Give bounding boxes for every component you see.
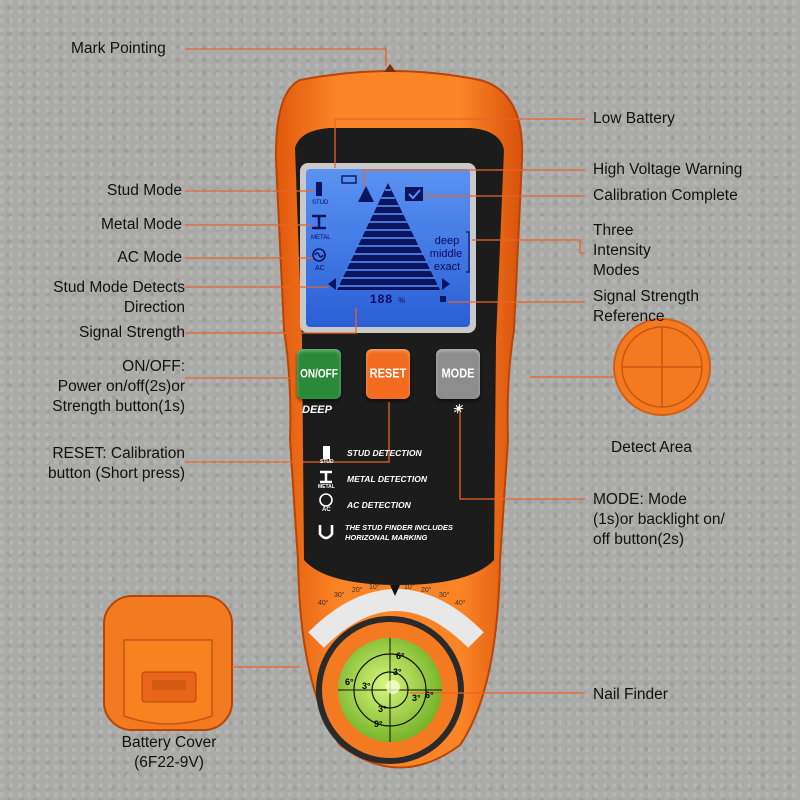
lcd-intensity-deep: deep bbox=[434, 235, 460, 247]
deep-label: DEEP bbox=[302, 404, 332, 416]
angle-30-right: 30° bbox=[439, 592, 450, 599]
level-mark-top-3: 3° bbox=[393, 667, 402, 677]
level-mark-left-6: 6° bbox=[345, 677, 354, 687]
angle-30-left: 30° bbox=[334, 592, 345, 599]
metal-mode-icon bbox=[312, 214, 326, 230]
lcd-intensity-exact: exact bbox=[433, 261, 461, 273]
label-mark-pointing: Mark Pointing bbox=[71, 40, 166, 57]
stud-detection-icon bbox=[323, 446, 330, 459]
calibration-check-icon bbox=[405, 187, 423, 201]
backlight-icon: ☀ bbox=[452, 402, 463, 416]
label-low-battery: Low Battery bbox=[593, 110, 675, 127]
label-three-intensity: Three Intensity Modes bbox=[593, 222, 651, 279]
mark-pointing-notch bbox=[384, 64, 396, 72]
level-mark-left-3: 3° bbox=[362, 681, 371, 691]
lcd-ac-text: AC bbox=[315, 265, 325, 272]
lcd-intensity-middle: middle bbox=[429, 248, 463, 260]
label-detect-area: Detect Area bbox=[611, 439, 692, 456]
onoff-button[interactable]: ON/OFF bbox=[297, 349, 341, 399]
angle-20-left: 20° bbox=[352, 587, 363, 594]
lcd-stud-text: STUD bbox=[312, 200, 329, 206]
label-calibration-complete: Calibration Complete bbox=[593, 187, 738, 204]
metal-detection-icon bbox=[320, 470, 332, 484]
label-ac-mode: AC Mode bbox=[117, 249, 182, 266]
level-mark-right-3: 3° bbox=[412, 693, 421, 703]
ac-mode-icon bbox=[312, 248, 326, 262]
stud-detection-text: STUD DETECTION bbox=[347, 448, 422, 458]
level-mark-bottom-9: 9° bbox=[374, 719, 383, 729]
stud-icon-label: STUD bbox=[320, 459, 334, 465]
label-mode-desc: MODE: Mode (1s)or backlight on/ off butt… bbox=[593, 491, 725, 548]
mode-button[interactable]: MODE bbox=[436, 349, 480, 399]
label-signal-reference: Signal Strength Reference bbox=[593, 288, 699, 325]
lcd-percent: % bbox=[398, 296, 406, 305]
label-reset-desc: RESET: Calibration button (Short press) bbox=[48, 445, 185, 482]
label-signal-strength: Signal Strength bbox=[79, 324, 185, 341]
label-stud-mode: Stud Mode bbox=[107, 182, 182, 199]
level-mark-right-6: 6° bbox=[425, 690, 434, 700]
lcd-metal-text: METAL bbox=[311, 235, 331, 241]
angle-scale-arc bbox=[308, 589, 484, 648]
stud-mode-icon bbox=[316, 182, 322, 196]
metal-detection-text: METAL DETECTION bbox=[347, 474, 427, 484]
metal-icon-label: METAL bbox=[318, 484, 335, 490]
label-metal-mode: Metal Mode bbox=[101, 216, 182, 233]
label-battery-cover: Battery Cover (6F22-9V) bbox=[121, 734, 217, 771]
level-mark-top-6: 6° bbox=[396, 651, 405, 661]
label-stud-direction: Stud Mode Detects Direction bbox=[53, 279, 185, 316]
low-battery-icon bbox=[341, 175, 357, 184]
lcd-signal-triangle bbox=[337, 183, 440, 290]
label-onoff-desc: ON/OFF: Power on/off(2s)or Strength butt… bbox=[52, 358, 185, 415]
angle-10-right: 10° bbox=[404, 584, 415, 591]
lcd-right-arrow bbox=[442, 278, 450, 290]
ac-detection-text: AC DETECTION bbox=[347, 500, 411, 510]
bubble bbox=[386, 680, 400, 694]
ac-detection-icon bbox=[319, 493, 333, 507]
lcd-left-arrow bbox=[328, 278, 336, 290]
magnet-icon bbox=[318, 525, 334, 540]
high-voltage-icon bbox=[358, 186, 374, 202]
lcd-digits: 188 bbox=[370, 292, 394, 306]
leader-lines bbox=[185, 48, 617, 694]
label-high-voltage: High Voltage Warning bbox=[593, 161, 743, 178]
ac-icon-label: AC bbox=[322, 507, 331, 513]
angle-20-right: 20° bbox=[421, 587, 432, 594]
angle-40-left: 40° bbox=[318, 600, 329, 607]
level-mark-bottom-3: 3° bbox=[378, 704, 387, 714]
horizontal-marking-text: THE STUD FINDER INCLUDES HORIZONAL MARKI… bbox=[345, 523, 453, 542]
reset-button[interactable]: RESET bbox=[366, 349, 410, 399]
angle-10-left: 10° bbox=[369, 584, 380, 591]
label-nail-finder: Nail Finder bbox=[593, 686, 668, 703]
angle-40-right: 40° bbox=[455, 600, 466, 607]
